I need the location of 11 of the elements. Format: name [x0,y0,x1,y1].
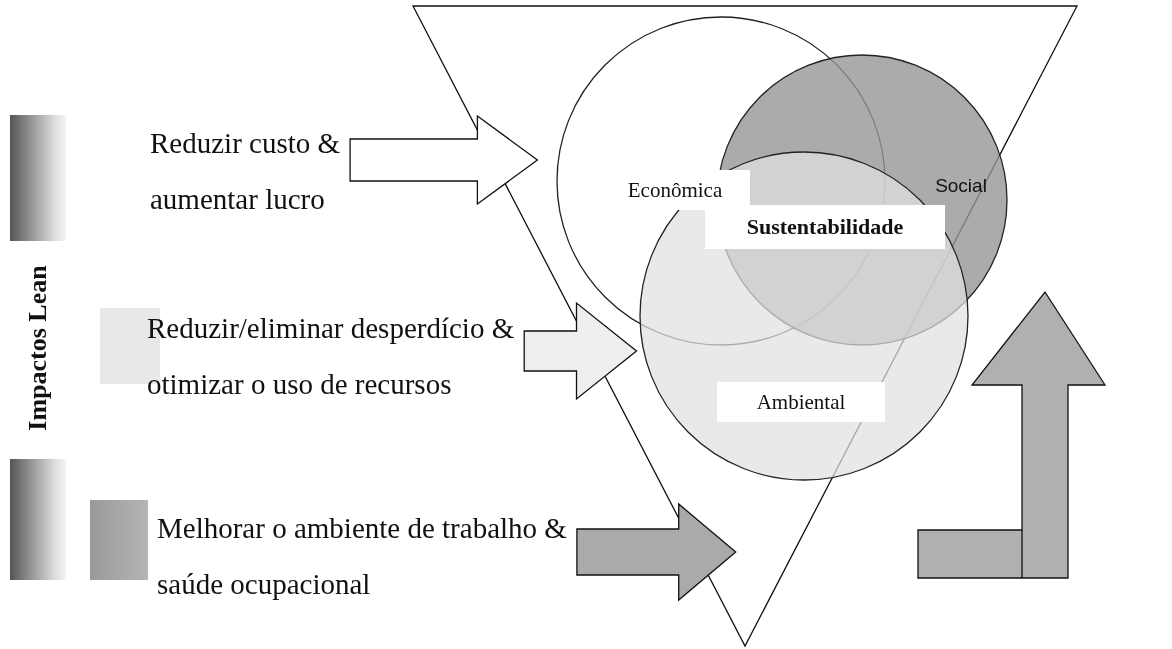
block-arrow [576,502,737,602]
center-label: Sustentabilidade [705,205,945,249]
block-arrow [349,114,539,206]
bar-title: Impactos Lean [23,264,53,431]
circle-label: Social [934,174,988,198]
impact-text: Melhorar o ambiente de trabalho & saúde ocupacional [157,512,567,600]
impact-bar [10,115,66,580]
block-arrow [523,301,638,401]
circle-label: Ambiental [717,382,885,422]
impact-text: Reduzir custo & aumentar lucro [150,127,341,215]
impact-text: Reduzir/eliminar desperdício & otimizar o uso de recursos [147,312,515,400]
